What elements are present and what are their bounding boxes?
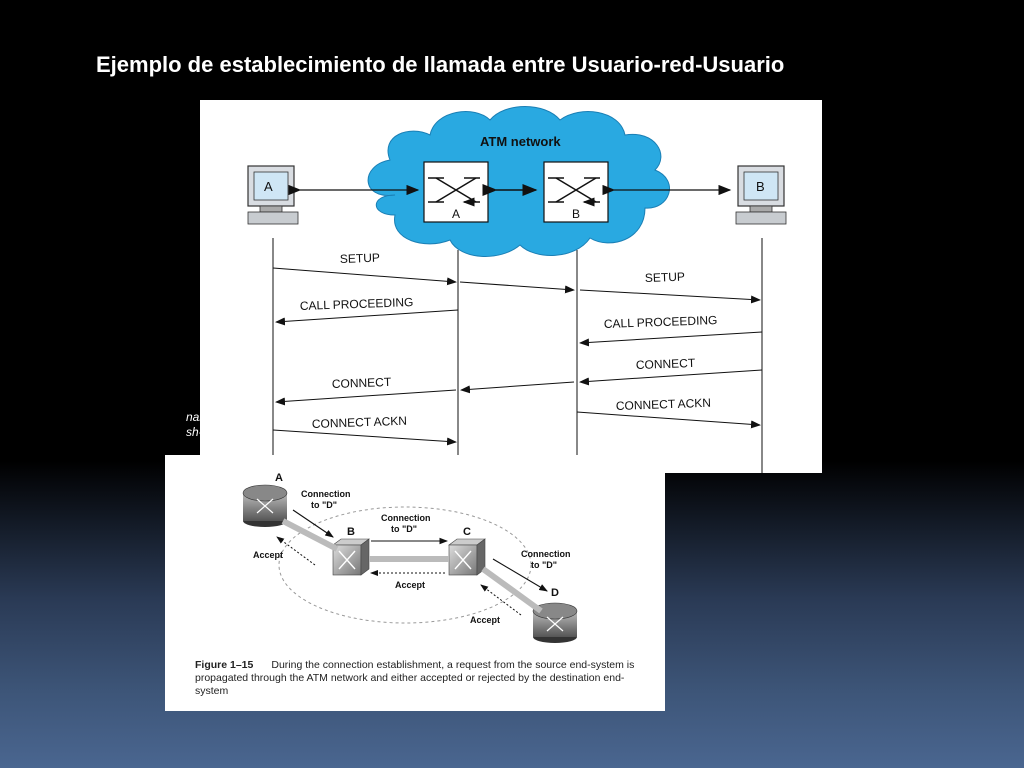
arrow-connect-ackn-a [272, 429, 457, 446]
conn-ab-line1: Connection [301, 489, 351, 499]
conn-cd-line1: Connection [521, 549, 571, 559]
atm-network-label: ATM network [480, 134, 561, 149]
arrow-setup-b [579, 289, 761, 304]
terminal-b: B [735, 165, 787, 225]
msg-setup-right: SETUP [645, 270, 685, 285]
msg-connect-left: CONNECT [332, 375, 392, 391]
accept-dc-label: Accept [470, 615, 500, 625]
arrow-call-proceeding-b [579, 331, 763, 347]
switch-a-label: A [452, 207, 460, 221]
terminal-a: A [247, 165, 299, 225]
figure-caption-label: Figure 1–15 [195, 659, 254, 671]
atm-signaling-figure: ATM network A B A B SETUP [200, 100, 822, 473]
link-a-b [281, 518, 339, 552]
connection-establishment-diagram: A B C D Connection to "D" Connection to … [242, 472, 578, 643]
arrow-call-proceeding-a [275, 309, 459, 326]
node-d-label: D [551, 587, 559, 599]
link-c-d [481, 566, 543, 614]
node-a-router: A [242, 472, 288, 527]
msg-connect-ackn-right: CONNECT ACKN [616, 396, 712, 413]
atm-network-cloud [367, 106, 670, 257]
terminal-a-label: A [264, 179, 273, 194]
atm-signaling-diagram: ATM network A B A B SETUP [247, 106, 787, 473]
msg-connect-right: CONNECT [636, 356, 696, 372]
arrow-accept-d-c [480, 584, 522, 616]
msg-call-proceeding-right: CALL PROCEEDING [604, 313, 718, 331]
conn-bc-line2: to "D" [391, 524, 417, 534]
msg-setup-left: SETUP [340, 251, 380, 266]
accept-ba-label: Accept [253, 550, 283, 560]
switch-b: B [543, 161, 609, 223]
arrow-connect-ackn-b [576, 411, 761, 429]
slide-title: Ejemplo de establecimiento de llamada en… [96, 52, 785, 77]
node-b-label: B [347, 526, 355, 538]
arrow-setup-mid [459, 281, 575, 294]
switch-b-label: B [572, 207, 580, 221]
node-c-switch: C [448, 526, 486, 576]
conn-bc-line1: Connection [381, 513, 431, 523]
terminal-b-label: B [756, 179, 765, 194]
conn-cd-line2: to "D" [531, 560, 557, 570]
cutoff-line-2: sh- [186, 425, 203, 439]
node-c-label: C [463, 526, 471, 538]
arrow-connect-b [579, 369, 763, 386]
arrow-connect-a [275, 389, 457, 406]
conn-ab-line2: to "D" [311, 500, 337, 510]
figure-caption-text: During the connection establishment, a r… [195, 659, 635, 697]
switch-a: A [423, 161, 489, 223]
arrow-connect-mid [460, 381, 575, 394]
arrow-setup-a [272, 267, 457, 286]
msg-call-proceeding-left: CALL PROCEEDING [300, 295, 414, 313]
atm-network-boundary [278, 506, 532, 624]
connection-establishment-figure: A B C D Connection to "D" Connection to … [165, 455, 665, 711]
arrow-conn-c-d [492, 558, 548, 592]
arrow-conn-a-b [292, 509, 334, 538]
node-b-switch: B [332, 526, 370, 576]
msg-connect-ackn-left: CONNECT ACKN [312, 414, 408, 431]
accept-cb-label: Accept [395, 580, 425, 590]
node-d-router: D [532, 587, 578, 643]
node-a-label: A [275, 472, 283, 484]
